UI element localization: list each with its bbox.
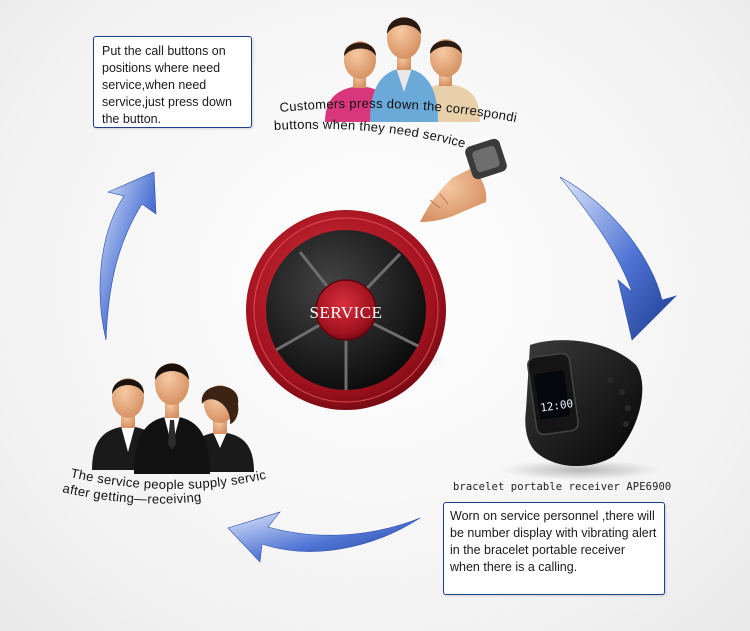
service-staff-group-icon (92, 363, 254, 474)
place-buttons-note: Put the call buttons on positions where … (93, 36, 252, 128)
cycle-arrow-left (99, 171, 157, 341)
call-button-icon: SERVICE (246, 210, 448, 410)
receiver-caption: bracelet portable receiver APE6900 (453, 481, 672, 493)
cycle-arrow-bottom (227, 511, 421, 563)
bracelet-receiver-icon: 12:00 (500, 340, 660, 480)
receiver-note: Worn on service personnel ,there will be… (443, 502, 665, 595)
bracelet-time-readout: 12:00 (539, 397, 574, 414)
receiver-note-text: Worn on service personnel ,there will be… (450, 509, 657, 574)
place-buttons-text: Put the call buttons on positions where … (102, 44, 232, 126)
button-label: SERVICE (310, 303, 383, 322)
customers-group-icon (325, 17, 480, 122)
pressing-hand-icon (420, 138, 507, 222)
cycle-arrow-right (559, 176, 678, 341)
